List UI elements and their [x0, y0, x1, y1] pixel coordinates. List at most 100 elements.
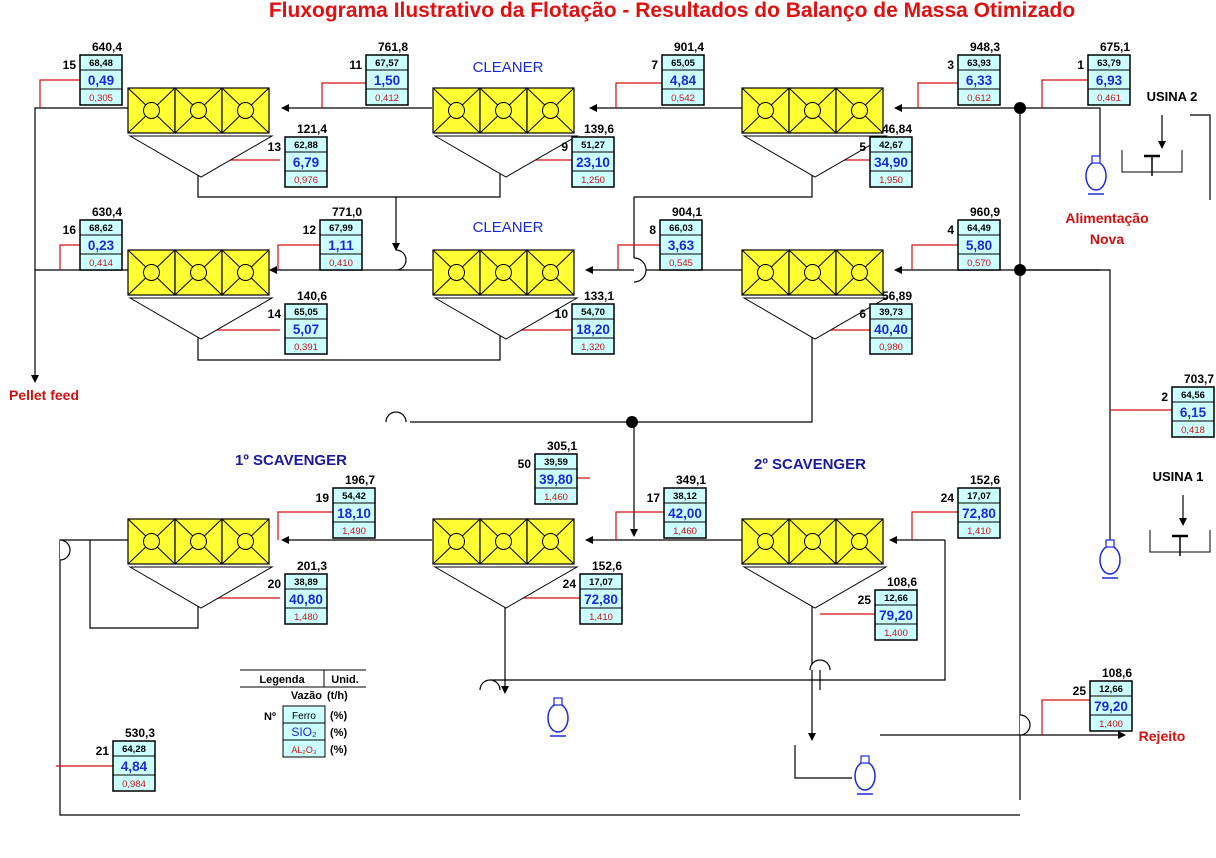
stream-al2o3: 0,418: [1181, 425, 1205, 436]
stream-sio2: 5,07: [293, 322, 319, 337]
stream-sio2: 23,10: [576, 155, 610, 170]
cell-impeller: [237, 533, 254, 550]
junction-dot: [1014, 102, 1026, 114]
callout-line: [911, 244, 958, 270]
pump-alimentacao: [1085, 155, 1107, 195]
stream-flow: 771,0: [332, 205, 362, 219]
stream-box-frame: [663, 487, 707, 539]
cell-bank-hopper: [433, 297, 579, 340]
stream-number: 1: [1077, 58, 1084, 72]
stream-number: 50: [518, 457, 532, 471]
stream-al2o3: 0,976: [294, 175, 318, 186]
stream-number: 19: [316, 491, 330, 505]
stream-fe: 66,03: [669, 223, 693, 234]
stream-box-frame: [112, 740, 156, 792]
cell-impeller: [495, 102, 512, 119]
stream-fe: 38,12: [673, 491, 697, 502]
stream-al2o3: 1,250: [581, 175, 605, 186]
stream-number: 9: [561, 140, 568, 154]
stream-number: 24: [563, 577, 577, 591]
cell-impeller: [448, 102, 465, 119]
stream-sio2: 1,11: [328, 238, 354, 253]
callout-line: [277, 244, 320, 270]
cell-impeller: [190, 102, 207, 119]
flow-line: [490, 540, 946, 681]
flow-line: [197, 152, 501, 198]
stream-fe: 12,66: [1099, 684, 1123, 695]
stream-number: 11: [349, 58, 362, 72]
callout-line: [911, 511, 958, 540]
rejeito-label: Rejeito: [1139, 728, 1186, 744]
cell-impeller: [757, 533, 774, 550]
stream-flow: 152,6: [970, 473, 1000, 487]
pump-body: [547, 703, 569, 733]
stream-flow: 108,6: [1102, 666, 1132, 680]
cell-bank-hopper: [433, 135, 579, 178]
stream-fe: 63,79: [1097, 58, 1121, 69]
cell-impeller: [542, 264, 559, 281]
stream-flow: 139,6: [584, 122, 614, 136]
sump-usina2: [1121, 150, 1183, 176]
stream-flow: 56,89: [882, 289, 912, 303]
stream-flow: 948,3: [970, 40, 1000, 54]
cell-impeller: [143, 264, 160, 281]
stream-number: 15: [63, 58, 77, 72]
cell-bank-hopper: [742, 566, 888, 609]
stream-flow: 196,7: [345, 473, 375, 487]
stream-number: 6: [859, 307, 866, 321]
stream-box-frame: [957, 54, 1001, 106]
callout-line: [59, 244, 80, 270]
stream-al2o3: 0,984: [122, 779, 146, 790]
flow-line: [634, 314, 813, 423]
stream-fe: 67,99: [329, 223, 353, 234]
stream-number: 7: [651, 58, 658, 72]
callout-line: [1041, 79, 1088, 108]
stream-sio2: 39,80: [539, 472, 573, 487]
stream-sio2: 6,79: [293, 155, 319, 170]
equipment: [59, 102, 1211, 795]
pump-body: [854, 761, 876, 791]
stream-al2o3: 1,460: [544, 492, 568, 503]
stream-sio2: 6,93: [1096, 73, 1123, 88]
stream-sio2: 72,80: [962, 506, 996, 521]
stream-fe: 62,88: [294, 140, 318, 151]
stream-fe: 39,59: [544, 457, 568, 468]
cell-impeller: [757, 102, 774, 119]
stream-sio2: 79,20: [879, 608, 913, 623]
stream-number: 24: [941, 491, 955, 505]
stream-box-frame: [79, 219, 123, 271]
pipe-crossing: [385, 411, 407, 423]
stream-number: 25: [1073, 684, 1087, 698]
stream-fe: 67,57: [375, 58, 399, 69]
cell-impeller: [804, 533, 821, 550]
stream-number: 20: [268, 577, 282, 591]
stream-sio2: 0,49: [88, 73, 114, 88]
callout-line: [1041, 699, 1090, 735]
stream-number: 4: [947, 223, 954, 237]
stream-al2o3: 0,980: [879, 342, 903, 353]
stream-fe: 54,42: [342, 491, 366, 502]
junction-dot: [1014, 264, 1026, 276]
cell-impeller: [237, 264, 254, 281]
stream-box-frame: [284, 136, 328, 188]
stream-flow: 675,1: [1100, 40, 1130, 54]
stream-number: 14: [268, 307, 282, 321]
cell-impeller: [851, 264, 868, 281]
pipe-crossing: [809, 659, 831, 671]
cleaner-mid-bank: [127, 249, 274, 340]
stream-fe: 12,66: [884, 593, 908, 604]
flotation-cells: [127, 87, 888, 609]
pump-body: [1085, 161, 1107, 191]
cell-bank-hopper: [128, 135, 274, 178]
callout-line: [617, 244, 660, 270]
pump-outlet: [553, 697, 563, 706]
usina1-label: USINA 1: [1153, 469, 1204, 484]
